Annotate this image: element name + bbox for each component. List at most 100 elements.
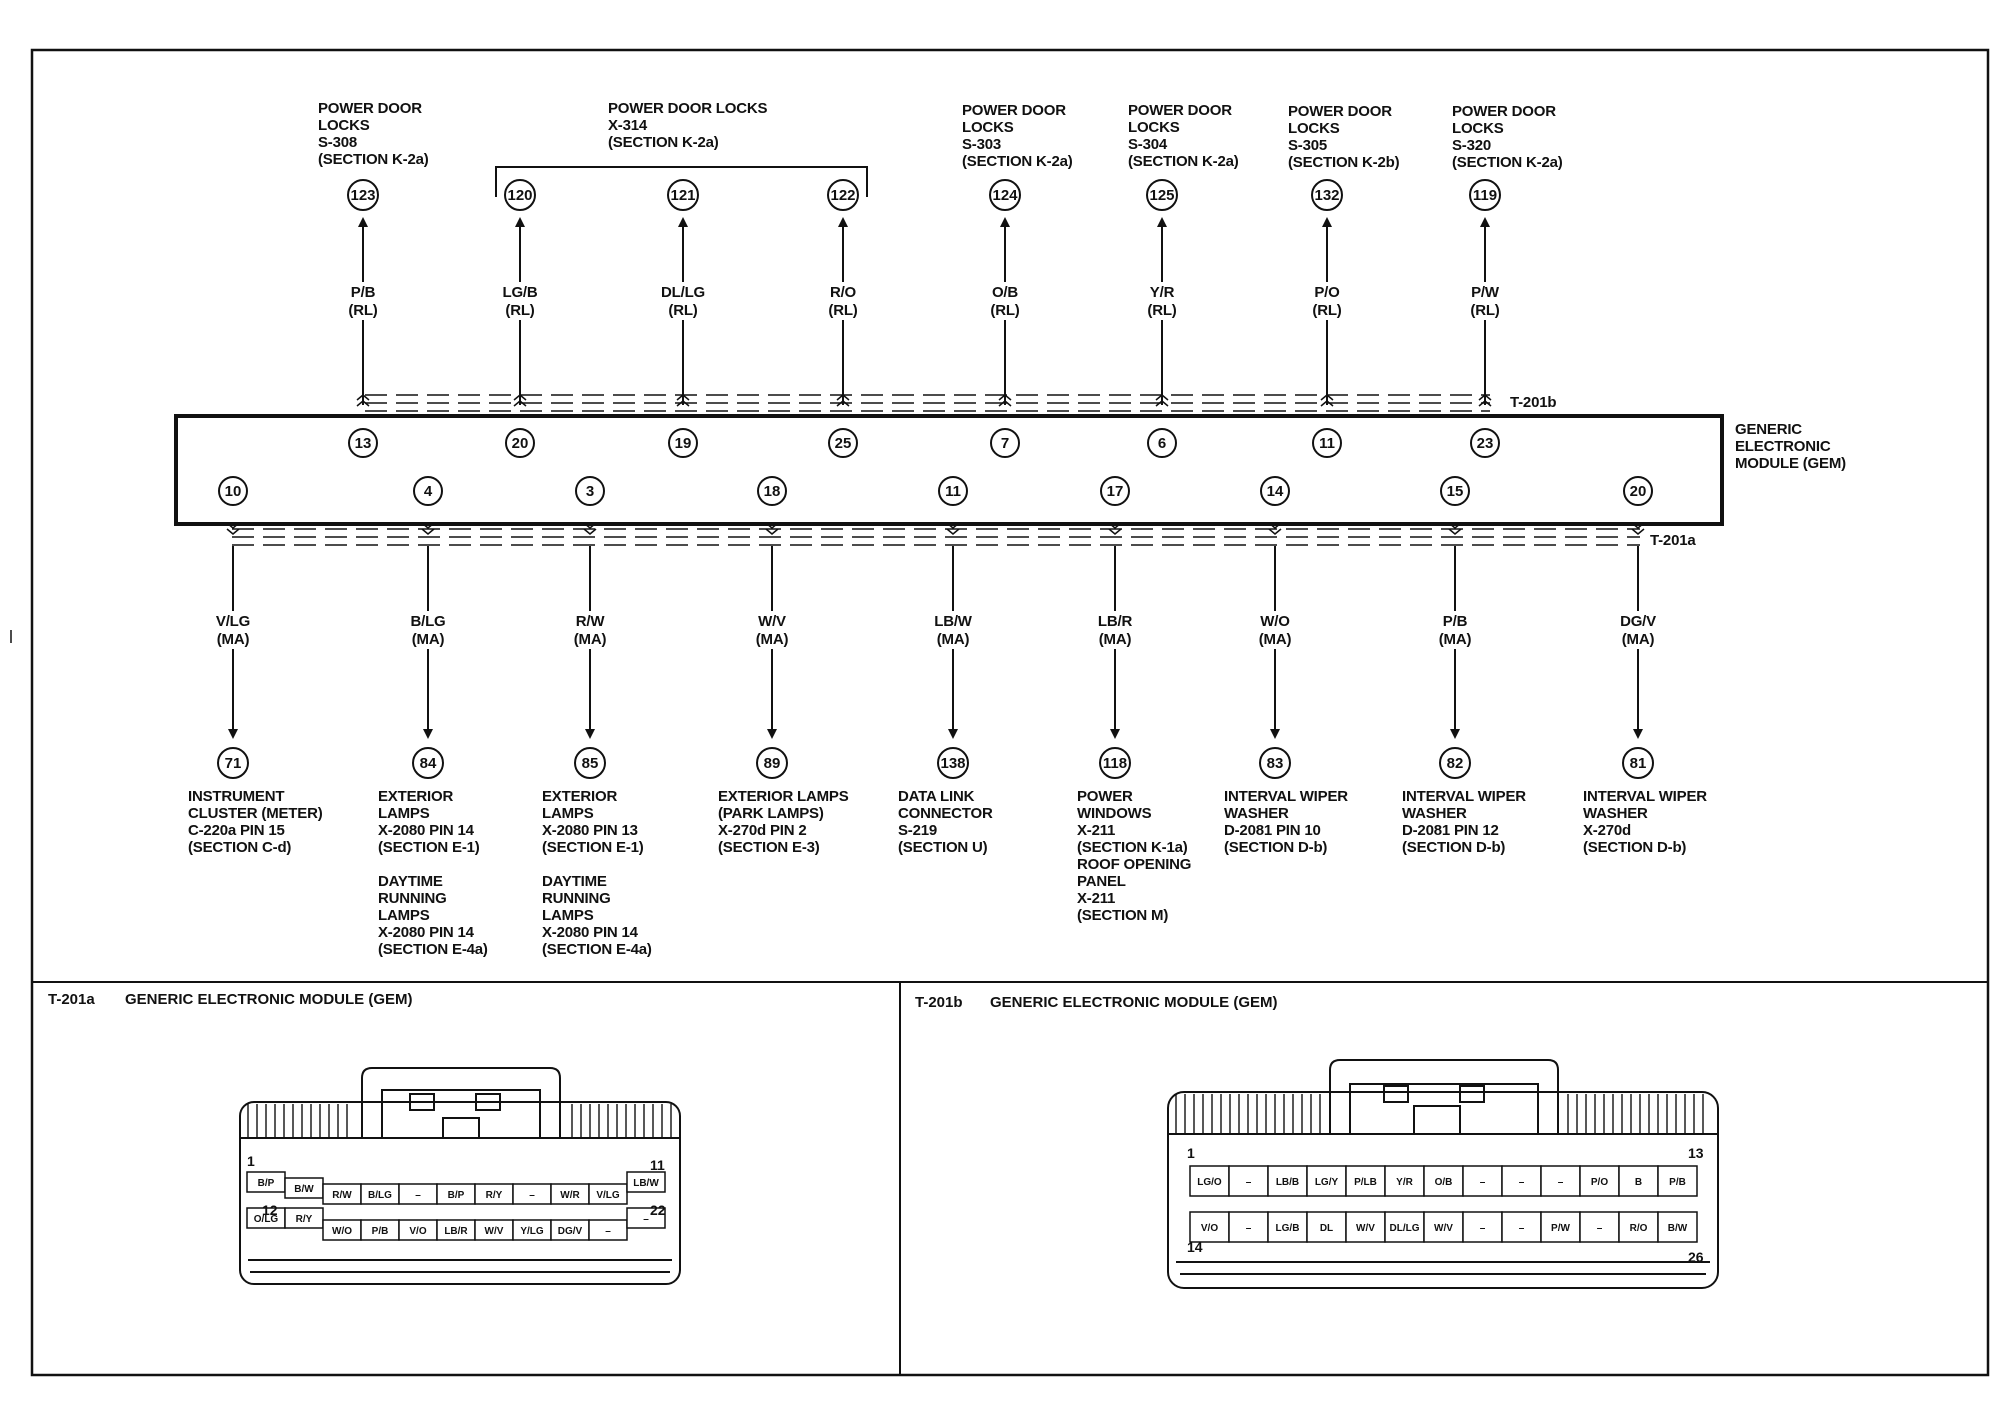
connector-b-cavity-wire: – bbox=[1558, 1177, 1564, 1188]
connector-b-title: GENERIC ELECTRONIC MODULE (GEM) bbox=[990, 994, 1278, 1011]
destination-text: DAYTIME bbox=[378, 873, 443, 890]
destination-text: LOCKS bbox=[1452, 120, 1504, 137]
connector-b-cavity: – bbox=[1228, 1165, 1269, 1197]
destination-text: X-270d PIN 2 bbox=[718, 822, 806, 839]
destination-text: (SECTION D-b) bbox=[1583, 839, 1686, 856]
destination-text: EXTERIOR bbox=[542, 788, 617, 805]
circuit-84-number: 84 bbox=[420, 755, 437, 772]
destination-text: ROOF OPENING bbox=[1077, 856, 1191, 873]
wire-location: (MA) bbox=[1099, 631, 1132, 648]
destination-text: CLUSTER (METER) bbox=[188, 805, 323, 822]
gem-pin-18: 18 bbox=[757, 476, 787, 506]
destination-text: (SECTION K-2a) bbox=[318, 151, 429, 168]
wire-location: (MA) bbox=[1439, 631, 1472, 648]
connector-b-cavity-wire: V/O bbox=[1201, 1223, 1218, 1234]
connector-a-housing bbox=[239, 1067, 681, 1285]
destination-text: WASHER bbox=[1224, 805, 1289, 822]
gem-module-label-2: ELECTRONIC bbox=[1735, 438, 1831, 455]
connector-a-cavity: – bbox=[512, 1183, 552, 1205]
wire-location: (MA) bbox=[217, 631, 250, 648]
connector-b-cavity: P/LB bbox=[1345, 1165, 1386, 1197]
destination-text: S-308 bbox=[318, 134, 357, 151]
destination-text: X-2080 PIN 14 bbox=[542, 924, 639, 941]
connector-a-cavity: P/B bbox=[360, 1219, 400, 1241]
connector-b-cavity: DL bbox=[1306, 1211, 1347, 1243]
wire-location: (RL) bbox=[1470, 302, 1499, 319]
connector-a-cavity: – bbox=[626, 1207, 666, 1229]
connector-b-num-26: 26 bbox=[1688, 1249, 1704, 1265]
destination-text: (PARK LAMPS) bbox=[718, 805, 824, 822]
gem-pin-11-number: 11 bbox=[945, 483, 961, 500]
connector-b-cavity: Y/R bbox=[1384, 1165, 1425, 1197]
connector-b-cavity: – bbox=[1501, 1211, 1542, 1243]
connector-b-cavity-wire: – bbox=[1519, 1223, 1525, 1234]
circuit-132-number: 132 bbox=[1314, 187, 1339, 204]
destination-text: WASHER bbox=[1583, 805, 1648, 822]
x314-bracket bbox=[495, 166, 868, 197]
destination-text: INTERVAL WIPER bbox=[1224, 788, 1348, 805]
connector-b-cavity: – bbox=[1579, 1211, 1620, 1243]
wire-color: R/W bbox=[576, 613, 606, 630]
wire-color: P/O bbox=[1314, 284, 1340, 301]
connector-b-cavity-wire: LB/B bbox=[1276, 1177, 1299, 1188]
destination-text: (SECTION K-2a) bbox=[1452, 154, 1563, 171]
wire-color: V/LG bbox=[216, 613, 250, 630]
destination-text: WASHER bbox=[1402, 805, 1467, 822]
destination-text: (SECTION K-2a) bbox=[962, 153, 1073, 170]
gem-pin-4-number: 4 bbox=[424, 483, 433, 500]
gem-pin-4: 4 bbox=[413, 476, 443, 506]
gem-pin-13-number: 13 bbox=[355, 435, 372, 452]
connector-a-cavity: V/O bbox=[398, 1219, 438, 1241]
destination-text: LOCKS bbox=[318, 117, 370, 134]
circuit-121: 121 bbox=[667, 179, 699, 211]
connector-a-cavity: B/LG bbox=[360, 1183, 400, 1205]
gem-pin-14: 14 bbox=[1260, 476, 1290, 506]
gem-pin-10-number: 10 bbox=[225, 483, 242, 500]
circuit-81: 81 bbox=[1622, 747, 1654, 779]
wire-location: (RL) bbox=[348, 302, 377, 319]
circuit-119: 119 bbox=[1469, 179, 1501, 211]
connector-a-cavity-wire: V/LG bbox=[596, 1190, 620, 1201]
x314-label-1: POWER DOOR LOCKS bbox=[608, 100, 767, 117]
destination-text: INSTRUMENT bbox=[188, 788, 284, 805]
connector-b-cavity: LG/O bbox=[1189, 1165, 1230, 1197]
destination-text: D-2081 PIN 10 bbox=[1224, 822, 1321, 839]
gem-pin-18-number: 18 bbox=[764, 483, 781, 500]
connector-a-cavity: – bbox=[588, 1219, 628, 1241]
connector-a-cavity-wire: B/P bbox=[258, 1178, 275, 1189]
circuit-85: 85 bbox=[574, 747, 606, 779]
circuit-85-number: 85 bbox=[582, 755, 599, 772]
gem-pin-13: 13 bbox=[348, 428, 378, 458]
gem-pin-23: 23 bbox=[1470, 428, 1500, 458]
destination-text: WINDOWS bbox=[1077, 805, 1152, 822]
connector-b-cavity-wire: – bbox=[1480, 1223, 1486, 1234]
connector-b-cavity: P/O bbox=[1579, 1165, 1620, 1197]
harness-breakout-tick bbox=[226, 522, 240, 535]
connector-a-cavity-wire: R/Y bbox=[296, 1214, 313, 1225]
destination-text: INTERVAL WIPER bbox=[1583, 788, 1707, 805]
diagram-frame bbox=[30, 48, 1990, 1377]
harness-breakout-tick bbox=[421, 522, 435, 535]
gem-pin-17: 17 bbox=[1100, 476, 1130, 506]
circuit-125-number: 125 bbox=[1149, 187, 1174, 204]
connector-b-cavity: – bbox=[1540, 1165, 1581, 1197]
connector-a-title: GENERIC ELECTRONIC MODULE (GEM) bbox=[125, 991, 413, 1008]
wire-location: (MA) bbox=[574, 631, 607, 648]
destination-text: RUNNING bbox=[542, 890, 611, 907]
gem-pin-11: 11 bbox=[938, 476, 968, 506]
wire-location: (RL) bbox=[668, 302, 697, 319]
connector-a-cavity-wire: – bbox=[605, 1226, 611, 1237]
destination-text: PANEL bbox=[1077, 873, 1126, 890]
gem-pin-6-number: 6 bbox=[1158, 435, 1166, 452]
harness-breakout-tick bbox=[1320, 394, 1334, 407]
destination-text: POWER DOOR bbox=[962, 102, 1066, 119]
destination-text: (SECTION E-1) bbox=[378, 839, 480, 856]
destination-text: (SECTION K-1a) bbox=[1077, 839, 1188, 856]
gem-pin-3-number: 3 bbox=[586, 483, 594, 500]
connector-b-cavity-wire: DL/LG bbox=[1390, 1223, 1420, 1234]
